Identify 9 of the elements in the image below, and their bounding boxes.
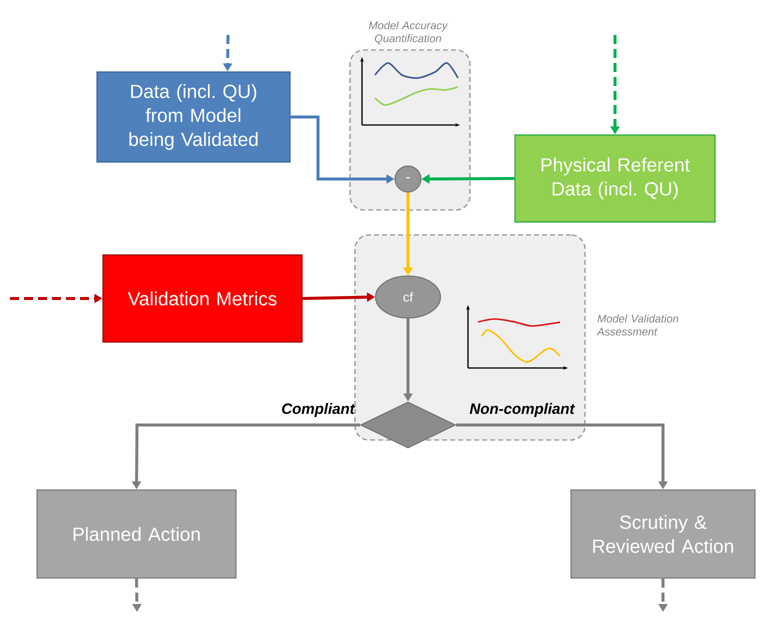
- edge-label: Compliant: [282, 403, 356, 417]
- process-box: Validation Metrics: [102, 254, 303, 343]
- process-box: Planned Action: [36, 489, 237, 579]
- edge-label: Non-compliant: [470, 403, 576, 417]
- process-box: Scrutiny & Reviewed Action: [570, 489, 756, 579]
- group-title: Model Validation Assessment: [596, 314, 678, 336]
- group-title: Model Accuracy Quantification: [368, 21, 448, 44]
- process-box: Physical Referent Data (incl. QU): [514, 134, 716, 223]
- process-box: Data (incl. QU) from Model being Validated: [96, 71, 291, 163]
